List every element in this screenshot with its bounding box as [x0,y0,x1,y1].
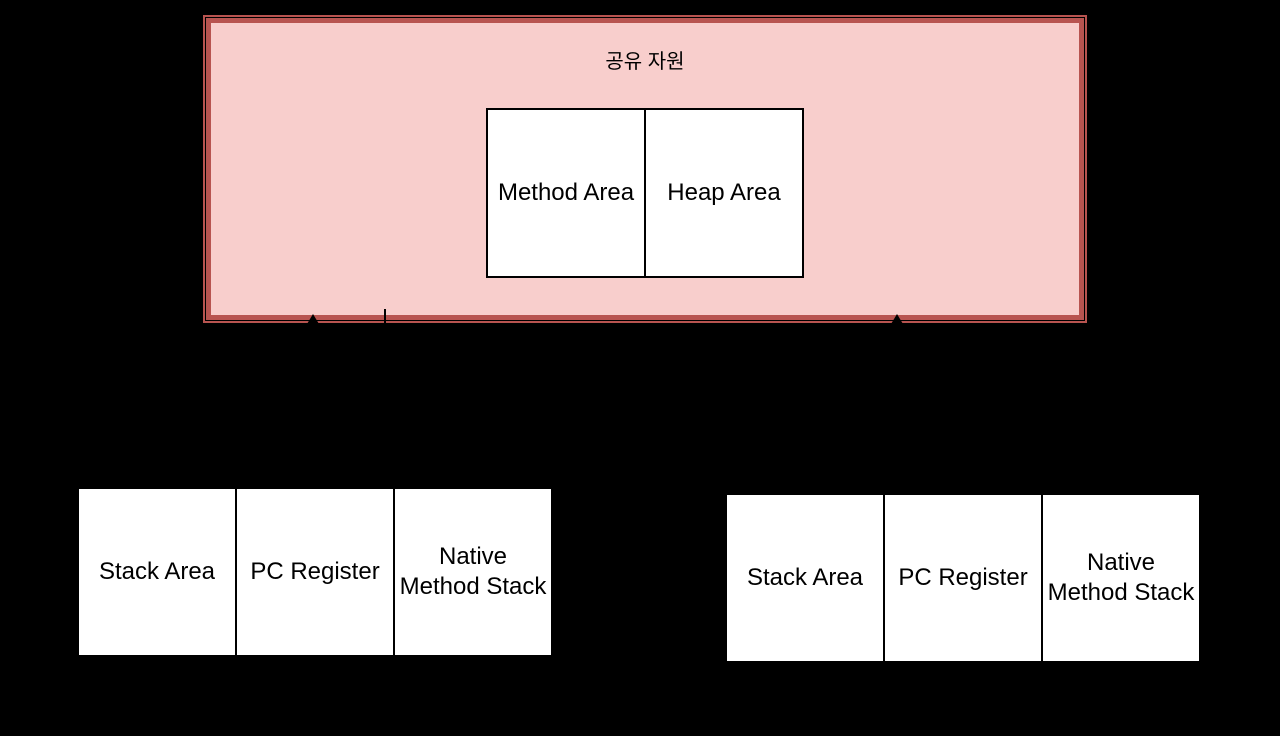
native-method-stack-label: Native Method Stack [399,543,547,600]
heap-area-label: Heap Area [667,179,781,206]
connector-line [896,322,898,493]
arrowhead-up-icon [307,314,319,324]
method-area-label: Method Area [497,179,635,206]
native-method-stack-box: Native Method Stack [393,487,553,657]
shared-resources-children: Method Area Heap Area [486,108,804,278]
stack-area-label: Stack Area [746,564,864,591]
thread-group-right: Stack Area PC Register Native Method Sta… [725,493,1201,663]
pc-register-label: PC Register [250,558,380,585]
stack-area-box: Stack Area [725,493,885,663]
method-area-box: Method Area [486,108,646,278]
pc-register-box: PC Register [883,493,1043,663]
stack-area-label: Stack Area [98,558,216,585]
stack-area-box: Stack Area [77,487,237,657]
pc-register-box: PC Register [235,487,395,657]
heap-area-box: Heap Area [644,108,804,278]
pc-register-label: PC Register [898,564,1028,591]
native-method-stack-label: Native Method Stack [1047,549,1195,606]
connector-line [312,322,314,487]
connector-line [384,309,386,487]
shared-resources-title: 공유 자원 [605,51,685,73]
arrowhead-up-icon [891,314,903,324]
thread-group-left: Stack Area PC Register Native Method Sta… [77,487,553,657]
native-method-stack-box: Native Method Stack [1041,493,1201,663]
shared-resources-box: 공유 자원 Method Area Heap Area [206,18,1084,320]
